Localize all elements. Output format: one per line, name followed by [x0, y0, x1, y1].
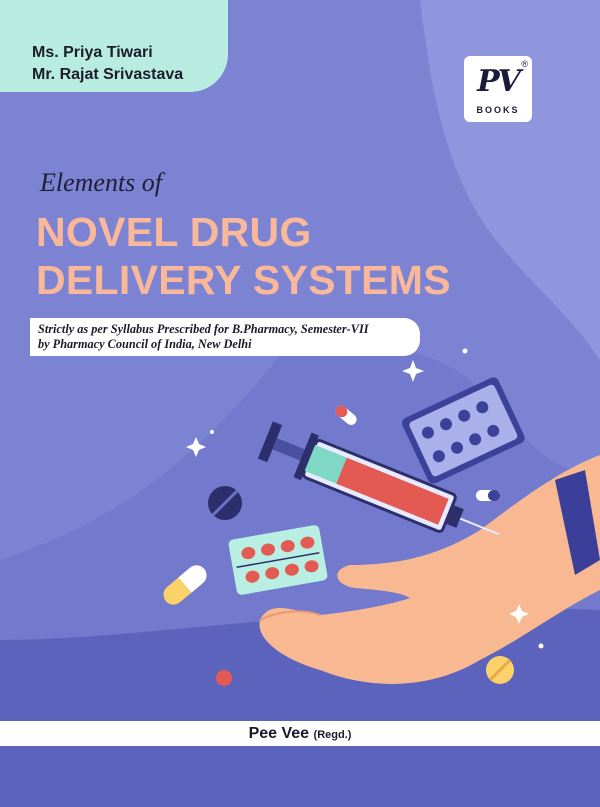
author-name: Mr. Rajat Srivastava [32, 66, 184, 83]
capsule-icon [335, 405, 357, 425]
title-line: NOVEL DRUG [36, 209, 312, 255]
publisher-band: Pee Vee (Regd.) [0, 721, 600, 746]
background-shape [420, 0, 600, 360]
pill-icon [208, 486, 242, 520]
publisher-logo: ® PV BOOKS [464, 56, 532, 122]
publisher-regd: (Regd.) [313, 729, 352, 741]
authors-band: Ms. Priya Tiwari Mr. Rajat Srivastava [0, 0, 228, 92]
sparkle-icon [186, 348, 544, 649]
book-subtitle: Elements of [40, 168, 163, 197]
pill-icon [486, 656, 514, 684]
publisher-name: Pee Vee [248, 725, 310, 742]
capsule-icon [476, 490, 500, 501]
logo-label: BOOKS [476, 105, 520, 115]
hand-icon [259, 455, 600, 684]
syllabus-banner: Strictly as per Syllabus Prescribed for … [30, 318, 420, 356]
syringe-icon [257, 421, 500, 536]
logo-mark: PV [477, 64, 521, 99]
capsule-icon [163, 565, 207, 605]
book-title: NOVEL DRUG DELIVERY SYSTEMS [36, 208, 451, 304]
registered-mark: ® [521, 59, 528, 69]
blister-pack-icon [402, 377, 525, 484]
syllabus-line: by Pharmacy Council of India, New Delhi [38, 337, 252, 351]
title-line: DELIVERY SYSTEMS [36, 257, 451, 303]
pill-icon [216, 670, 232, 686]
blister-pack-icon [228, 525, 328, 595]
author-name: Ms. Priya Tiwari [32, 44, 153, 61]
syllabus-line: Strictly as per Syllabus Prescribed for … [38, 322, 369, 336]
